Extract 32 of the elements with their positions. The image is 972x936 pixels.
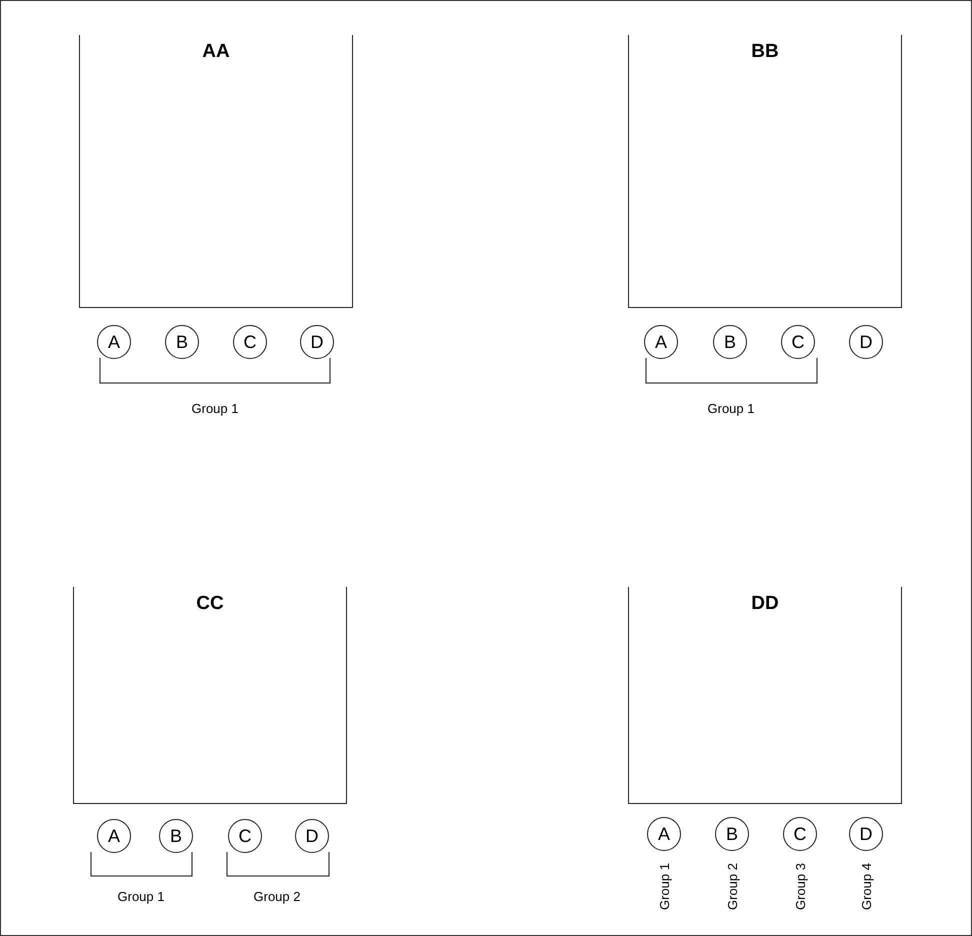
circle-marker: D [295, 819, 329, 853]
circle-marker: B [159, 819, 193, 853]
circle-marker: A [97, 819, 131, 853]
circle-marker: B [165, 325, 199, 359]
container-title: BB [751, 41, 779, 63]
group-label: Group 1 [192, 400, 238, 416]
circle-marker: C [781, 325, 815, 359]
open-container [628, 587, 902, 804]
group-label: Group 1 [656, 862, 672, 910]
circle-marker: C [228, 819, 262, 853]
container-title: AA [202, 41, 230, 63]
group-label: Group 2 [724, 862, 740, 910]
group-label: Group 2 [254, 888, 300, 904]
circle-marker: A [644, 325, 678, 359]
open-container [73, 587, 347, 804]
open-container [79, 35, 353, 308]
circle-marker: B [715, 817, 749, 851]
circle-marker: A [647, 817, 681, 851]
circle-marker: A [97, 325, 131, 359]
circle-marker: C [783, 817, 817, 851]
container-title: CC [196, 593, 224, 615]
circle-marker: C [233, 325, 267, 359]
group-label: Group 3 [792, 862, 808, 910]
group-label: Group 1 [708, 400, 754, 416]
circle-marker: D [849, 817, 883, 851]
open-container [628, 35, 902, 308]
circle-marker: D [849, 325, 883, 359]
group-label: Group 4 [858, 862, 874, 910]
circle-marker: B [713, 325, 747, 359]
container-title: DD [751, 593, 779, 615]
circle-marker: D [300, 325, 334, 359]
group-label: Group 1 [118, 888, 164, 904]
